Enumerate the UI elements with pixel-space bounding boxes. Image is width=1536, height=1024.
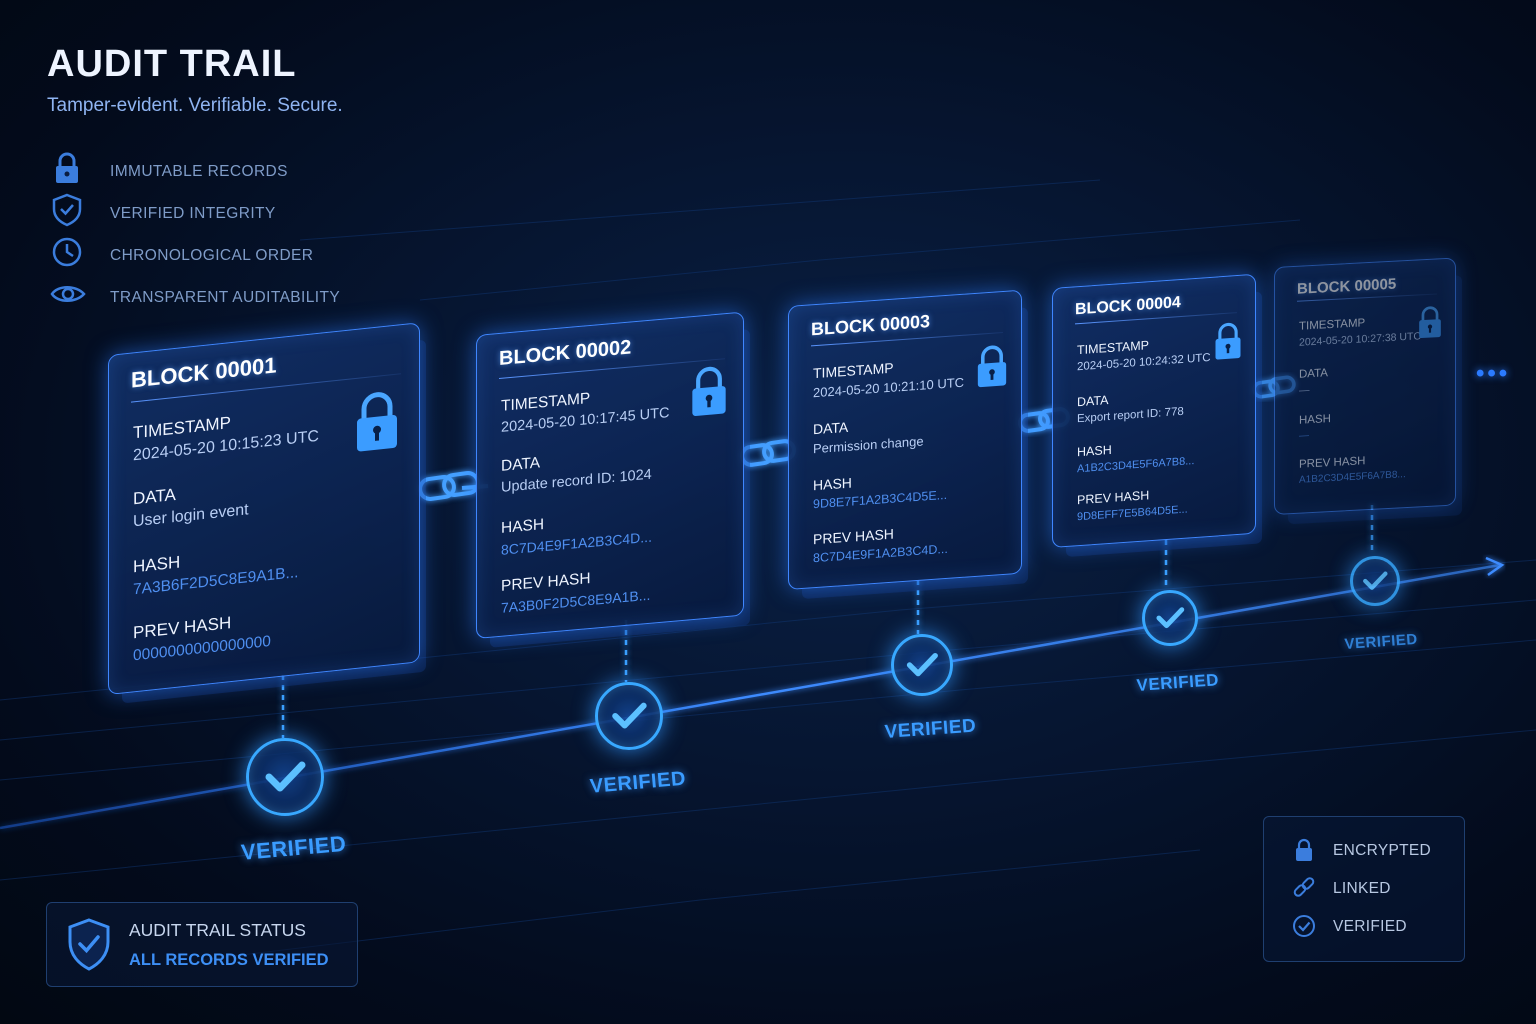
- prev-hash-label: PREV HASH: [1077, 488, 1150, 508]
- shield-check-icon: [68, 918, 110, 971]
- lock-icon: [1215, 322, 1241, 360]
- hash-value: —: [1299, 430, 1309, 442]
- clock-icon: [52, 237, 82, 267]
- hash-label: HASH: [1299, 413, 1331, 427]
- legend-panel: ENCRYPTED LINKED VERIFIED: [1263, 816, 1465, 962]
- legend-label: VERIFIED: [1333, 918, 1407, 935]
- hash-label: HASH: [133, 552, 181, 577]
- check-icon: [1156, 607, 1185, 629]
- data-label: DATA: [1077, 393, 1109, 410]
- prev-hash-label: PREV HASH: [1299, 455, 1366, 471]
- prev-hash-value: 9D8EFF7E5B64D5E...: [1077, 503, 1188, 524]
- verified-badge: [595, 682, 663, 750]
- feature-label: TRANSPARENT AUDITABILITY: [110, 289, 341, 306]
- block-card[interactable]: BLOCK 00005 TIMESTAMP 2024-05-20 10:27:3…: [1274, 257, 1456, 515]
- data-label: DATA: [133, 484, 176, 509]
- timestamp-label: TIMESTAMP: [1077, 338, 1149, 358]
- lock-icon: [692, 366, 726, 416]
- hash-value: A1B2C3D4E5F6A7B8...: [1077, 455, 1195, 476]
- lock-icon: [56, 152, 78, 183]
- data-label: DATA: [501, 454, 541, 475]
- check-circle-icon: [1293, 915, 1315, 937]
- lock-icon: [977, 345, 1007, 388]
- block-id: BLOCK 00003: [811, 311, 931, 340]
- block-id: BLOCK 00001: [131, 352, 277, 393]
- legend-item: ENCRYPTED: [1292, 837, 1462, 865]
- feature-item: VERIFIED INTEGRITY: [50, 192, 370, 234]
- hash-label: HASH: [1077, 442, 1112, 460]
- feature-item: IMMUTABLE RECORDS: [50, 150, 370, 192]
- prev-hash-value: A1B2C3D4E5F6A7B8...: [1299, 469, 1406, 486]
- block-id: BLOCK 00004: [1075, 293, 1181, 319]
- lock-icon: [1419, 306, 1441, 338]
- prev-hash-label: PREV HASH: [813, 525, 894, 548]
- check-icon: [612, 702, 647, 729]
- data-label: DATA: [813, 418, 849, 438]
- prev-hash-label: PREV HASH: [501, 569, 591, 595]
- check-icon: [906, 652, 938, 677]
- legend-label: ENCRYPTED: [1333, 842, 1432, 859]
- page-subtitle: Tamper-evident. Verifiable. Secure.: [47, 95, 343, 116]
- verified-badge: [1350, 556, 1400, 606]
- legend-item: VERIFIED: [1292, 913, 1462, 941]
- page-title: AUDIT TRAIL: [47, 43, 297, 85]
- link-icon: [1293, 877, 1315, 897]
- check-icon: [265, 761, 306, 792]
- data-value: Export report ID: 778: [1077, 405, 1184, 426]
- timestamp-label: TIMESTAMP: [1299, 317, 1366, 333]
- block-card[interactable]: BLOCK 00003 TIMESTAMP 2024-05-20 10:21:1…: [788, 289, 1022, 590]
- timeline-arrow-head: [1485, 556, 1505, 577]
- feature-label: VERIFIED INTEGRITY: [110, 205, 276, 222]
- status-value: ALL RECORDS VERIFIED: [129, 951, 329, 969]
- feature-list: IMMUTABLE RECORDS VERIFIED INTEGRITY CHR…: [50, 150, 370, 318]
- check-icon: [1363, 571, 1388, 590]
- timestamp-value: 2024-05-20 10:27:38 UTC: [1299, 330, 1421, 349]
- block-card[interactable]: BLOCK 00001 TIMESTAMP 2024-05-20 10:15:2…: [108, 322, 420, 695]
- status-title: AUDIT TRAIL STATUS: [129, 920, 306, 940]
- block-id: BLOCK 00005: [1297, 275, 1397, 298]
- lock-icon: [1296, 838, 1312, 861]
- audit-status-panel: AUDIT TRAIL STATUS ALL RECORDS VERIFIED: [46, 902, 358, 987]
- data-value: —: [1299, 384, 1310, 397]
- verified-badge: [1142, 590, 1198, 646]
- feature-label: IMMUTABLE RECORDS: [110, 163, 288, 180]
- chain-link-icon: [740, 439, 796, 467]
- timestamp-label: TIMESTAMP: [501, 390, 591, 415]
- feature-item: CHRONOLOGICAL ORDER: [50, 234, 370, 276]
- eye-icon: [50, 286, 86, 302]
- block-card[interactable]: BLOCK 00004 TIMESTAMP 2024-05-20 10:24:3…: [1052, 273, 1256, 548]
- block-id: BLOCK 00002: [499, 336, 632, 370]
- verified-badge: [891, 634, 953, 696]
- data-label: DATA: [1299, 367, 1328, 381]
- hash-label: HASH: [813, 474, 852, 494]
- timestamp-label: TIMESTAMP: [813, 359, 894, 382]
- verified-badge: [246, 738, 324, 816]
- shield-check-icon: [52, 193, 82, 227]
- lock-icon: [357, 392, 397, 452]
- legend-label: LINKED: [1333, 880, 1391, 897]
- feature-item: TRANSPARENT AUDITABILITY: [50, 276, 370, 318]
- legend-item: LINKED: [1292, 875, 1462, 903]
- hash-label: HASH: [501, 516, 545, 537]
- data-value: Permission change: [813, 433, 924, 457]
- more-blocks-indicator[interactable]: •••: [1476, 360, 1511, 387]
- block-card[interactable]: BLOCK 00002 TIMESTAMP 2024-05-20 10:17:4…: [476, 311, 744, 639]
- feature-label: CHRONOLOGICAL ORDER: [110, 247, 314, 264]
